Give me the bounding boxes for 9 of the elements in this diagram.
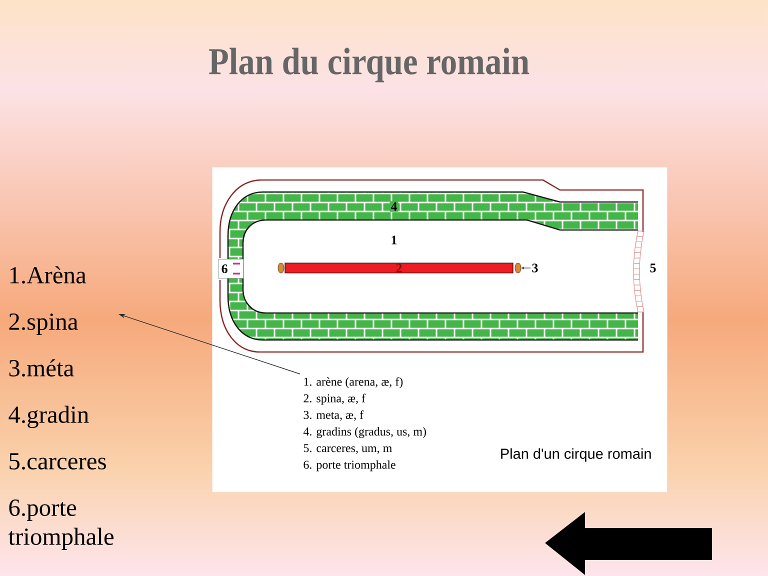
callout-number: 5: [650, 264, 656, 272]
spina-bar: 2: [284, 262, 514, 274]
term-list: 1.Arèna 2.spina 3.méta 4.gradin 5.carceres 6.porte triomphale: [8, 266, 114, 550]
callout-number: 1: [392, 236, 397, 244]
turning-post: [514, 262, 522, 274]
gate-box: 6: [218, 259, 244, 279]
key-list: 1. arène (arena, æ, f) 2. spina, æ, f 3. meta, æ, f 4. gradins (gradus, us, m) 5. carceres, um, m 6. porte triomphale: [303, 377, 426, 472]
title: Plan du cirque romain: [209, 48, 530, 82]
callout-number: 3: [532, 264, 538, 272]
